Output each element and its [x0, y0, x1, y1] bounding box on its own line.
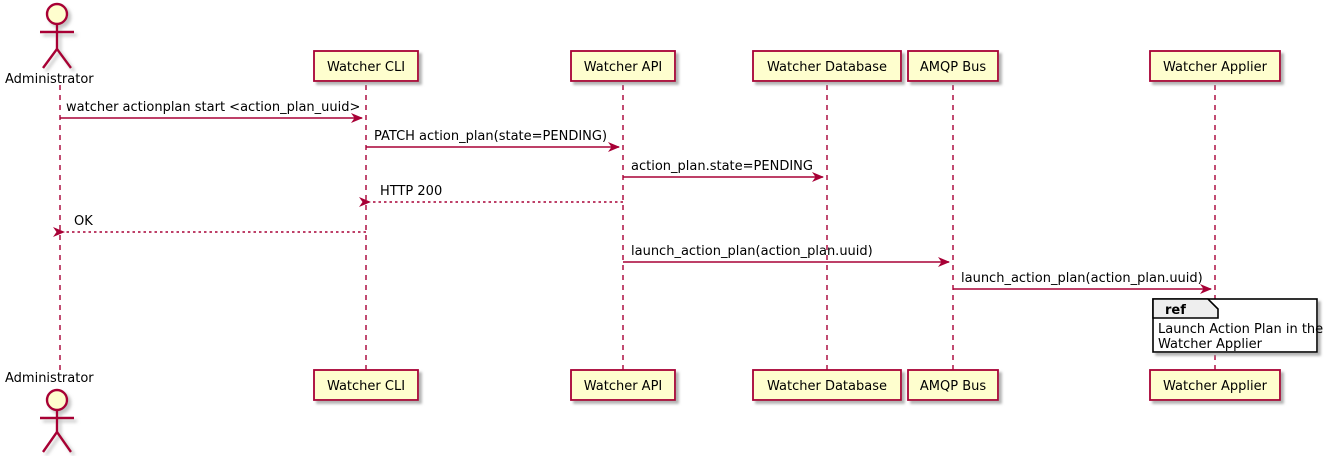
actor-stick-figure-bottom [40, 388, 74, 453]
participant-box-amqp-bus-top[interactable]: AMQP Bus [907, 50, 999, 82]
ref-fragment-line-1: Launch Action Plan in the [1158, 322, 1323, 337]
participant-box-amqp-bus-bottom[interactable]: AMQP Bus [907, 369, 999, 401]
ref-fragment-keyword: ref [1165, 303, 1186, 318]
participant-rect-amqp-bus-bottom [907, 369, 999, 401]
message-label-3: action_plan.state=PENDING [631, 159, 813, 174]
participant-rect-watcher-api-bottom [570, 369, 676, 401]
participant-rect-watcher-applier-top [1149, 50, 1281, 82]
participant-box-watcher-api-top[interactable]: Watcher API [570, 50, 676, 82]
actor-label-administrator-top: Administrator [5, 72, 94, 87]
participant-label-amqp-bus-top: AMQP Bus [920, 60, 986, 75]
participant-label-watcher-applier-bottom: Watcher Applier [1163, 379, 1268, 394]
message-label-7: launch_action_plan(action_plan.uuid) [961, 271, 1203, 286]
message-6[interactable]: launch_action_plan(action_plan.uuid) [623, 244, 950, 267]
participant-label-watcher-api-top: Watcher API [584, 60, 663, 75]
actor-stick-figure-top [40, 2, 74, 69]
participant-rect-watcher-database-bottom [752, 369, 902, 401]
message-3[interactable]: action_plan.state=PENDING [623, 159, 824, 182]
participant-box-watcher-applier-top[interactable]: Watcher Applier [1149, 50, 1281, 82]
participant-rect-watcher-cli-top [313, 50, 419, 82]
ref-fragment[interactable]: ref Launch Action Plan in the Watcher Ap… [1152, 298, 1323, 353]
participant-label-watcher-applier-top: Watcher Applier [1163, 60, 1268, 75]
participant-label-amqp-bus-bottom: AMQP Bus [920, 379, 986, 394]
participant-rect-watcher-database-top [752, 50, 902, 82]
lifelines-group [59, 85, 1216, 370]
message-label-6: launch_action_plan(action_plan.uuid) [631, 244, 873, 259]
participant-box-watcher-cli-bottom[interactable]: Watcher CLI [313, 369, 419, 401]
participant-label-watcher-api-bottom: Watcher API [584, 379, 663, 394]
participant-label-watcher-database-bottom: Watcher Database [767, 379, 887, 394]
message-label-4: HTTP 200 [380, 184, 442, 199]
message-1[interactable]: watcher actionplan start <action_plan_uu… [60, 100, 363, 123]
message-label-5: OK [74, 214, 93, 229]
message-7[interactable]: launch_action_plan(action_plan.uuid) [953, 271, 1212, 294]
participant-box-watcher-database-top[interactable]: Watcher Database [752, 50, 902, 82]
participant-label-watcher-cli-top: Watcher CLI [327, 60, 405, 75]
message-2[interactable]: PATCH action_plan(state=PENDING) [366, 129, 620, 152]
participant-label-watcher-database-top: Watcher Database [767, 60, 887, 75]
participant-rect-watcher-cli-bottom [313, 369, 419, 401]
message-label-2: PATCH action_plan(state=PENDING) [374, 129, 607, 144]
actor-administrator-bottom[interactable]: Administrator [5, 371, 94, 453]
participant-rect-amqp-bus-top [907, 50, 999, 82]
participant-box-watcher-cli-top[interactable]: Watcher CLI [313, 50, 419, 82]
ref-fragment-header-pentagon [1152, 298, 1219, 319]
actor-administrator-top[interactable]: Administrator [5, 2, 94, 87]
participant-rect-watcher-api-top [570, 50, 676, 82]
actor-label-administrator-bottom: Administrator [5, 371, 94, 386]
participant-box-watcher-applier-bottom[interactable]: Watcher Applier [1149, 369, 1281, 401]
participant-rect-watcher-applier-bottom [1149, 369, 1281, 401]
message-4[interactable]: HTTP 200 [359, 184, 623, 207]
ref-fragment-line-2: Watcher Applier [1158, 337, 1263, 352]
participant-box-watcher-api-bottom[interactable]: Watcher API [570, 369, 676, 401]
message-5[interactable]: OK [53, 214, 366, 237]
message-label-1: watcher actionplan start <action_plan_uu… [66, 100, 360, 115]
participant-label-watcher-cli-bottom: Watcher CLI [327, 379, 405, 394]
participant-box-watcher-database-bottom[interactable]: Watcher Database [752, 369, 902, 401]
